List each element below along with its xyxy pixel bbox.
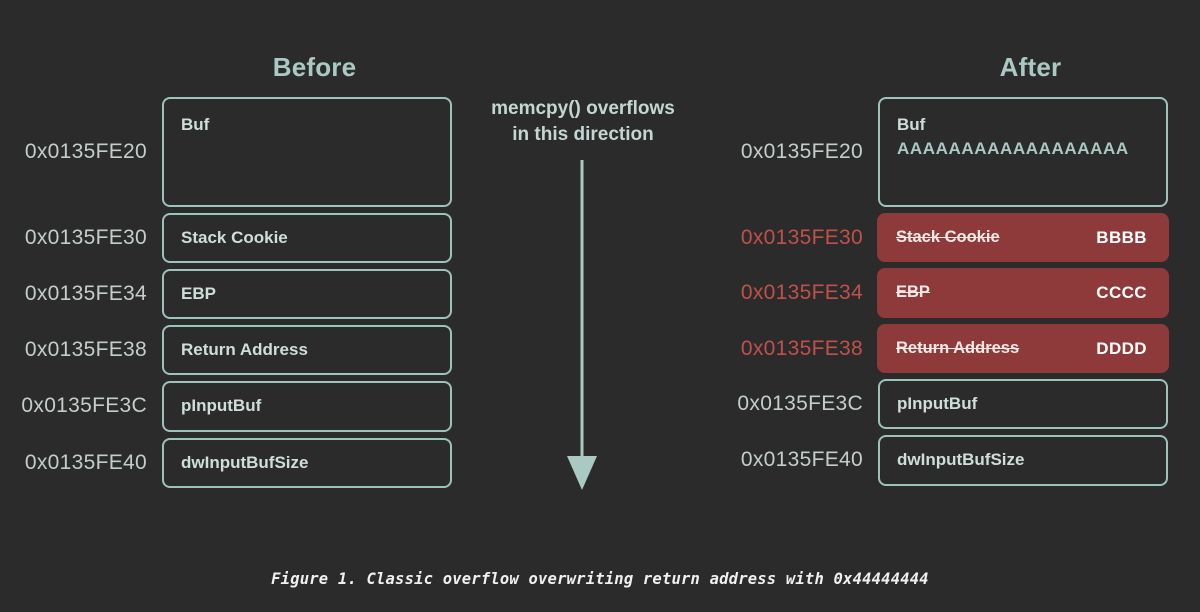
stack-cell-overwritten: Stack Cookie BBBB xyxy=(877,213,1169,263)
stack-cell-label: Buf xyxy=(897,115,926,134)
stack-address-label: 0x0135FE40 xyxy=(24,450,147,474)
stack-address-label: 0x0135FE38 xyxy=(24,338,147,362)
buffer-overflow-payload: AAAAAAAAAAAAAAAAAA xyxy=(897,139,1129,159)
stack-cell-overwritten: Return Address DDDD xyxy=(877,323,1169,374)
stack-cell: EBP xyxy=(162,269,452,320)
stack-row: 0x0135FE40 dwInputBufSize xyxy=(716,435,1168,486)
stack-cell-overwritten: EBP CCCC xyxy=(877,268,1169,318)
stack-cell-label: dwInputBufSize xyxy=(897,450,1025,470)
stack-row: 0x0135FE3C pInputBuf xyxy=(0,381,452,432)
stack-cell-label: EBP xyxy=(896,283,930,302)
stack-cell: dwInputBufSize xyxy=(162,437,452,488)
stack-cell: pInputBuf xyxy=(162,381,452,432)
stack-address-label: 0x0135FE20 xyxy=(740,140,863,163)
stack-address-label: 0x0135FE30 xyxy=(740,225,863,249)
column-heading-before: Before xyxy=(272,52,357,82)
stack-cell-value: BBBB xyxy=(1096,227,1147,247)
stack-row: 0x0135FE38 Return Address xyxy=(0,325,452,376)
stack-cell: Return Address xyxy=(162,325,452,376)
overflow-annotation-line2: in this direction xyxy=(512,123,654,145)
overflow-annotation: memcpy() overflows in this direction xyxy=(463,96,703,148)
stack-row: 0x0135FE34 EBP xyxy=(0,269,452,320)
stack-row: 0x0135FE40 dwInputBufSize xyxy=(0,437,452,488)
stack-cell-label: Return Address xyxy=(181,340,308,360)
stack-cell: Stack Cookie xyxy=(162,213,452,264)
stack-cell-label: pInputBuf xyxy=(181,396,262,416)
stack-address-label: 0x0135FE34 xyxy=(740,281,863,305)
stack-address-label: 0x0135FE20 xyxy=(24,140,147,163)
stack-cell: Buf xyxy=(162,97,452,207)
column-heading-after: After xyxy=(999,52,1062,82)
stack-row: 0x0135FE34 EBP CCCC xyxy=(716,268,1169,318)
stack-row: 0x0135FE30 Stack Cookie xyxy=(0,213,452,264)
figure-caption: Figure 1. Classic overflow overwriting r… xyxy=(271,570,929,588)
stack-cell-label: Stack Cookie xyxy=(181,228,288,247)
stack-cell-value: DDDD xyxy=(1096,338,1147,358)
overflow-direction-arrow-icon xyxy=(567,160,597,490)
stack-cell-label: Stack Cookie xyxy=(896,228,1000,246)
stack-row: 0x0135FE30 Stack Cookie BBBB xyxy=(716,213,1169,263)
stack-cell-label: pInputBuf xyxy=(897,394,978,414)
stack-cell-value: CCCC xyxy=(1096,283,1147,303)
stack-row: 0x0135FE3C pInputBuf xyxy=(716,379,1168,430)
stack-address-label: 0x0135FE3C xyxy=(21,394,147,418)
stack-address-label: 0x0135FE3C xyxy=(737,392,863,416)
stack-cell-label: dwInputBufSize xyxy=(181,452,309,472)
stack-cell: pInputBuf xyxy=(878,379,1168,430)
stack-cell-label: Return Address xyxy=(896,338,1020,357)
overflow-annotation-line1: memcpy() overflows xyxy=(491,98,675,119)
stack-address-label: 0x0135FE38 xyxy=(740,336,863,360)
stack-row: 0x0135FE38 Return Address DDDD xyxy=(716,323,1169,374)
stack-row: 0x0135FE20 Buf xyxy=(0,97,452,207)
stack-address-label: 0x0135FE30 xyxy=(24,226,147,250)
stack-cell-label: Buf xyxy=(181,115,210,134)
stack-address-label: 0x0135FE40 xyxy=(740,448,863,472)
stack-cell-label: EBP xyxy=(181,284,216,304)
stack-cell: dwInputBufSize xyxy=(878,435,1168,486)
stack-address-label: 0x0135FE34 xyxy=(24,282,147,306)
